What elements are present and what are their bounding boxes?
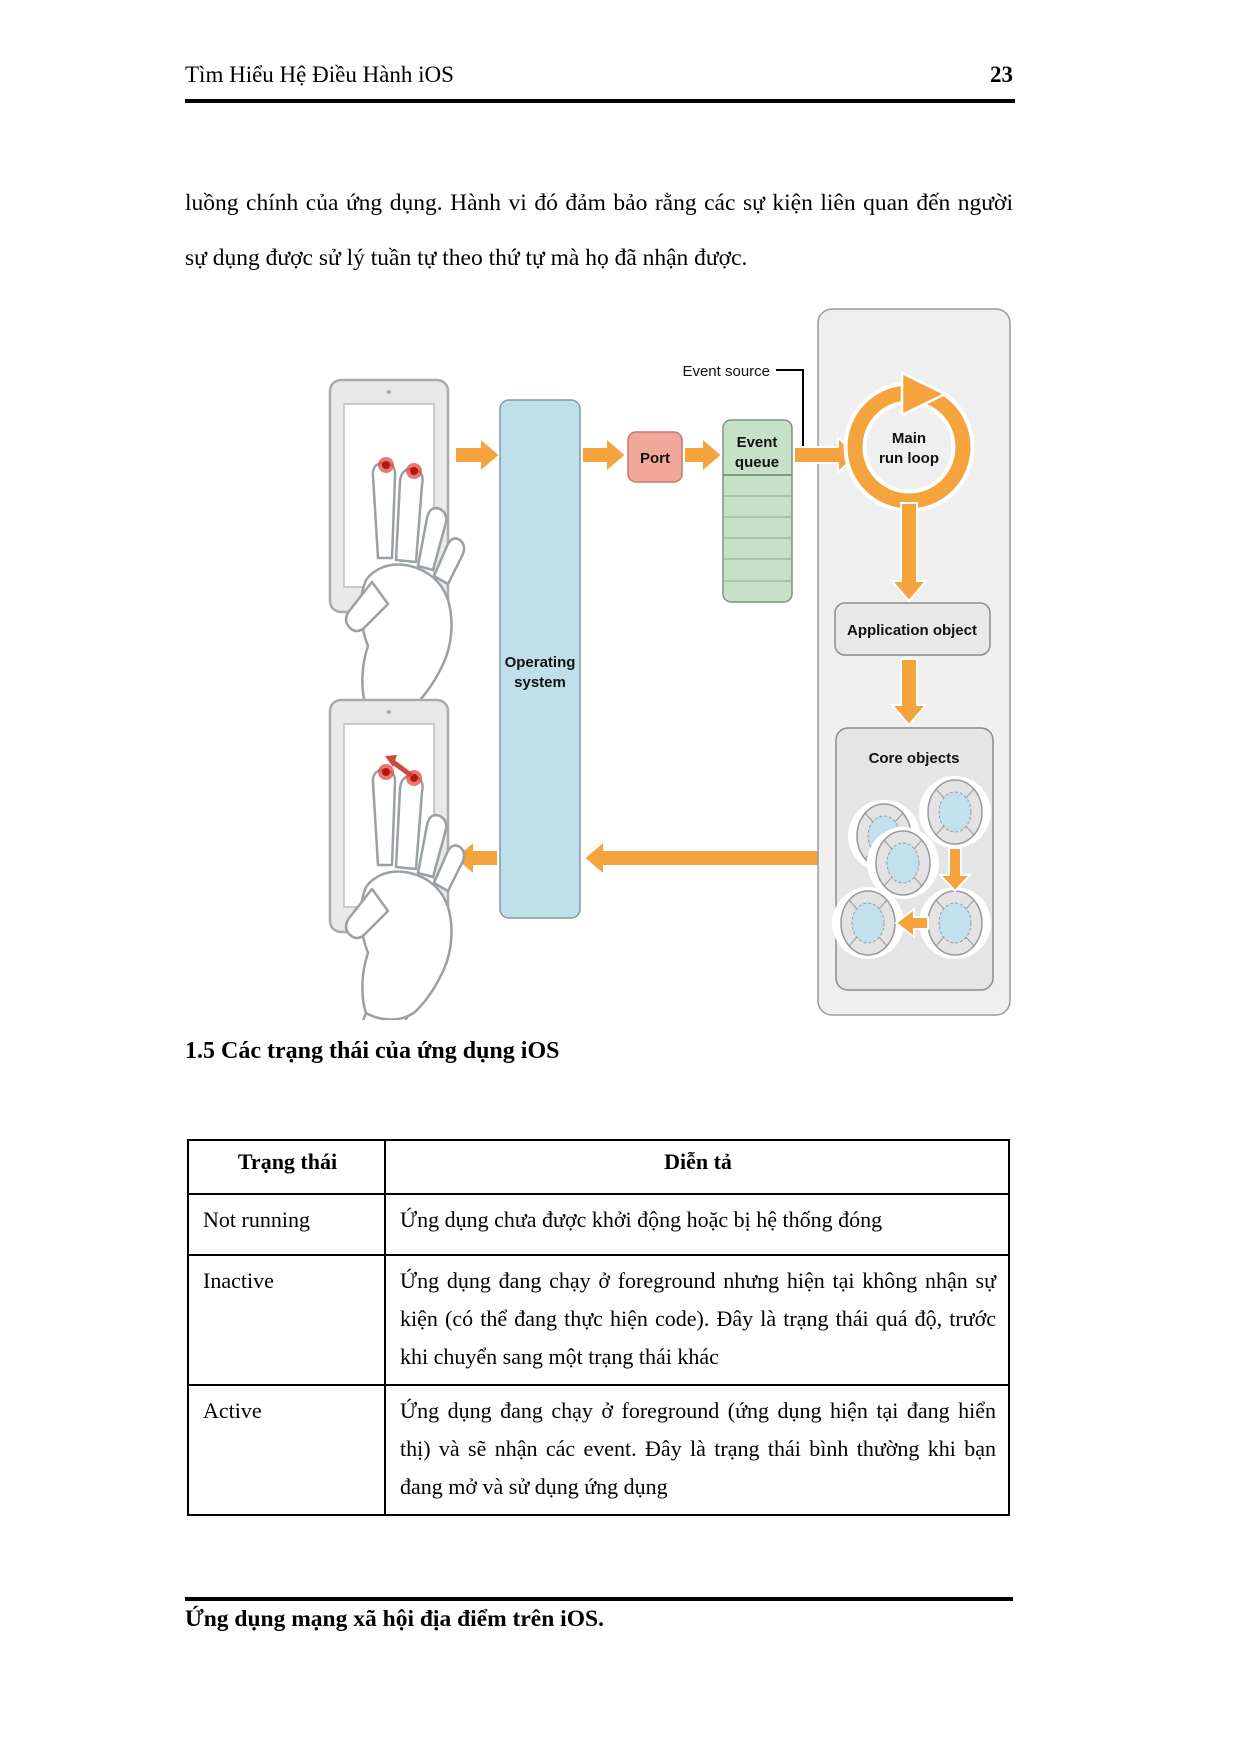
arrow-core-to-os-return xyxy=(582,838,837,878)
touch-points xyxy=(378,457,422,479)
core-object-ring xyxy=(867,827,939,899)
loop-arrowhead xyxy=(900,370,948,418)
state-cell: Active xyxy=(187,1384,386,1516)
table-header-state: Trạng thái xyxy=(187,1139,386,1195)
port-label: Port xyxy=(640,450,670,467)
arrow-os-to-port xyxy=(581,435,628,475)
operating-system-label: Operating xyxy=(505,654,576,671)
paragraph-line: sự dụng được sử lý tuần tự theo thứ tự m… xyxy=(185,245,748,271)
header-title: Tìm Hiểu Hệ Điều Hành iOS xyxy=(185,62,454,87)
application-object-box: Application object xyxy=(834,602,991,656)
arrow-os-to-device-return xyxy=(452,838,499,878)
swipe-direction-arrow xyxy=(391,759,414,779)
state-cell: Inactive xyxy=(187,1254,386,1386)
header-rule xyxy=(185,99,1015,103)
state-cell: Not running xyxy=(187,1193,386,1256)
table-header-row: Trạng thái Diễn tả xyxy=(187,1139,1010,1195)
table-header-description: Diễn tả xyxy=(384,1139,1010,1195)
application-object-label: Application object xyxy=(847,622,977,639)
main-run-loop-label: Main xyxy=(892,430,926,447)
footer-rule xyxy=(185,1597,1013,1601)
table-row: Inactive Ứng dụng đang chạy ở foreground… xyxy=(187,1254,1010,1386)
app-states-table: Trạng thái Diễn tả Not running Ứng dụng … xyxy=(187,1139,1010,1516)
page-number: 23 xyxy=(990,62,1013,87)
core-object-ring xyxy=(832,887,904,959)
camera-dot xyxy=(387,390,391,394)
main-run-loop: Main run loop xyxy=(843,370,975,513)
arrow-core-internal-left xyxy=(894,906,929,940)
core-object-ring xyxy=(919,887,991,959)
core-object-ring xyxy=(919,776,991,848)
swipe-touch-points xyxy=(378,755,422,786)
description-cell: Ứng dụng chưa được khởi động hoặc bị hệ … xyxy=(384,1193,1010,1256)
page-header: Tìm Hiểu Hệ Điều Hành iOS 23 xyxy=(185,62,1013,88)
arrow-app-to-core xyxy=(889,658,929,727)
ios-event-flow-diagram: Operating system Port Event queue Event … xyxy=(290,285,1020,1051)
event-source-connector xyxy=(776,369,804,448)
arrow-loop-to-app xyxy=(889,502,929,603)
arrow-device-to-os xyxy=(454,435,502,475)
paragraph-line: luồng chính của ứng dụng. Hành vi đó đảm… xyxy=(185,190,1013,216)
core-object-rings xyxy=(832,776,991,959)
swipe-arrowhead xyxy=(385,755,397,767)
table-row: Not running Ứng dụng chưa được khởi động… xyxy=(187,1193,1010,1256)
body-paragraph: luồng chính của ứng dụng. Hành vi đó đảm… xyxy=(185,176,1013,286)
table-row: Active Ứng dụng đang chạy ở foreground (… xyxy=(187,1384,1010,1516)
port-box: Port xyxy=(627,431,683,483)
event-source-label: Event source xyxy=(682,363,770,380)
event-queue-box: Event queue xyxy=(722,419,793,603)
event-queue-label: Event xyxy=(737,434,778,451)
core-objects-label: Core objects xyxy=(869,750,960,767)
section-heading: 1.5 Các trạng thái của ứng dụng iOS xyxy=(185,1038,560,1064)
operating-system-box: Operating system xyxy=(499,399,581,919)
arrow-core-internal-down xyxy=(937,847,973,893)
description-cell: Ứng dụng đang chạy ở foreground (ứng dụn… xyxy=(384,1384,1010,1516)
main-run-loop-label: run loop xyxy=(879,450,939,467)
camera-dot xyxy=(387,710,391,714)
description-cell: Ứng dụng đang chạy ở foreground nhưng hi… xyxy=(384,1254,1010,1386)
event-queue-label: queue xyxy=(735,454,779,471)
footer-note: Ứng dụng mạng xã hội địa điểm trên iOS. xyxy=(185,1606,604,1632)
operating-system-label: system xyxy=(514,674,566,691)
arrow-port-to-queue xyxy=(683,435,724,475)
